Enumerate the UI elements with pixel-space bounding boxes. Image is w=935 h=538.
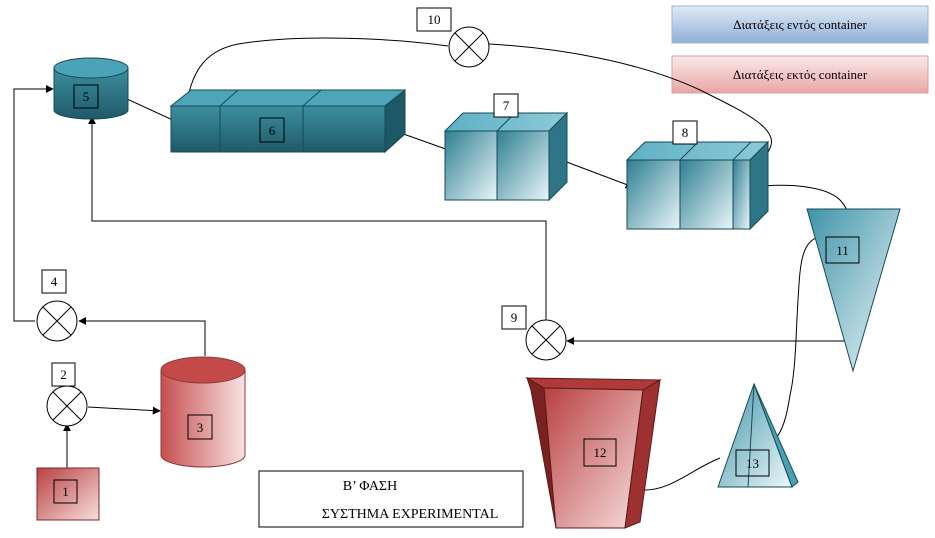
svg-text:13: 13 [746, 456, 759, 471]
flow-3-to-4 [78, 317, 206, 356]
label-11: 11 [825, 236, 860, 264]
component-11-settler [806, 208, 901, 373]
svg-text:9: 9 [511, 310, 518, 325]
svg-text:2: 2 [60, 367, 67, 382]
legend-outside-container: Διατάξεις εκτός container [671, 55, 929, 94]
svg-text:5: 5 [83, 89, 90, 104]
component-1-box [36, 467, 100, 521]
component-12-hopper [525, 376, 662, 529]
valve-4 [36, 300, 78, 342]
label-4: 4 [41, 269, 67, 294]
line-6-to-10 [185, 37, 449, 105]
label-10: 10 [416, 7, 452, 32]
valve-2 [46, 385, 88, 427]
flow-7-to-8 [555, 157, 634, 189]
svg-text:7: 7 [503, 98, 510, 113]
component-6-reactor [169, 88, 407, 154]
valve-10 [448, 26, 490, 68]
legend-outside-label: Διατάξεις εκτός container [733, 67, 868, 82]
svg-text:10: 10 [428, 12, 441, 27]
label-6: 6 [259, 117, 285, 143]
component-7-unit [443, 111, 569, 202]
label-3: 3 [187, 414, 213, 440]
svg-text:12: 12 [594, 445, 607, 460]
svg-text:3: 3 [197, 420, 204, 435]
svg-text:1: 1 [62, 484, 69, 499]
label-13: 13 [735, 449, 770, 477]
label-2: 2 [51, 362, 76, 387]
valve-9 [525, 319, 567, 361]
phase-title-box: Β’ ΦΑΣΗ ΣΥΣΤΗΜΑ EXPERIMENTAL [258, 470, 524, 528]
flow-4-to-5 [13, 85, 54, 322]
connections [13, 37, 854, 491]
svg-text:6: 6 [269, 123, 276, 138]
svg-text:8: 8 [682, 125, 689, 140]
svg-text:11: 11 [836, 243, 849, 258]
system-title: ΣΥΣΤΗΜΑ EXPERIMENTAL [322, 507, 499, 522]
phase-title: Β’ ΦΑΣΗ [343, 479, 397, 494]
flow-9-to-5 [88, 116, 547, 320]
component-3-tank [160, 356, 246, 468]
label-9: 9 [501, 305, 527, 330]
component-8-unit [625, 140, 770, 231]
component-5-tank [53, 57, 129, 120]
label-1: 1 [53, 479, 78, 504]
label-5: 5 [73, 84, 99, 109]
label-12: 12 [583, 438, 617, 467]
svg-text:4: 4 [51, 274, 58, 289]
legend-inside-container: Διατάξεις εντός container [671, 5, 929, 44]
label-7: 7 [493, 93, 519, 118]
legend-inside-label: Διατάξεις εντός container [733, 17, 867, 32]
component-13-pyramid [717, 382, 799, 488]
line-11-to-13 [759, 236, 821, 453]
label-8: 8 [672, 120, 698, 145]
line-12-to-13 [639, 457, 721, 491]
flow-2-to-3 [87, 406, 161, 415]
